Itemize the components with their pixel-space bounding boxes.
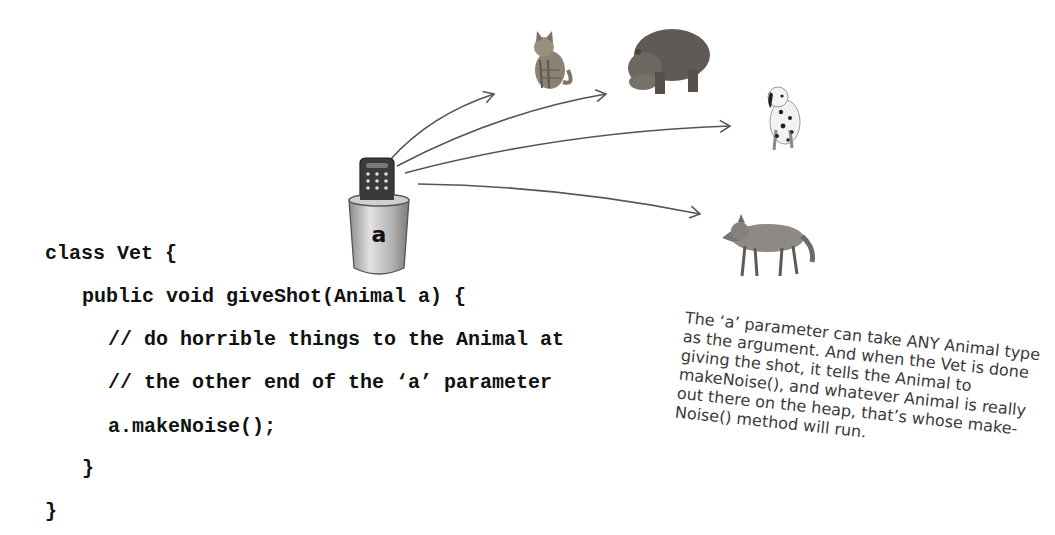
cat-legs <box>540 60 549 88</box>
cat-stripes <box>540 70 561 78</box>
handwritten-note: The ‘a’ parameter can take ANY Animal ty… <box>674 308 1042 459</box>
code-line: class Vet { <box>45 242 177 266</box>
hippo-ear <box>635 49 641 55</box>
hippo-leg <box>688 70 698 92</box>
pointer-arrow <box>390 94 494 160</box>
dog-ear <box>768 92 773 108</box>
dog-head <box>768 87 788 107</box>
hippo-snout <box>629 74 657 90</box>
code-brace: } <box>82 457 94 481</box>
dog-spots <box>775 94 794 141</box>
wolf-ear <box>738 214 745 223</box>
cat-ears <box>536 31 553 43</box>
wolf-legs <box>742 246 797 276</box>
code-comment: // do horrible things to the Animal at <box>108 328 564 352</box>
code-comment: // the other end of the ‘a’ parameter <box>108 371 552 395</box>
wolf-tail <box>802 236 813 262</box>
hippo-leg <box>655 72 665 94</box>
pointer-arrow <box>418 184 700 214</box>
code-brace: } <box>45 500 57 524</box>
wolf-picture <box>722 214 813 276</box>
wolf-head <box>731 222 749 240</box>
dog-legs <box>774 130 792 150</box>
hippo-picture <box>628 29 710 94</box>
dog-picture <box>768 87 800 150</box>
cup-body <box>349 200 409 274</box>
code-line: a.makeNoise(); <box>108 415 276 439</box>
cup <box>349 190 409 274</box>
pointer-arrow <box>397 94 606 166</box>
cat-body <box>535 51 565 89</box>
cat-picture <box>534 31 571 89</box>
node-text: a <box>356 222 402 247</box>
remote-screen <box>366 163 388 168</box>
remote-body <box>360 190 394 200</box>
cat-tail <box>563 70 571 83</box>
code-line: public void giveShot(Animal a) { <box>82 285 466 309</box>
cup-label: a <box>356 222 402 254</box>
pointer-arrow <box>405 126 730 173</box>
